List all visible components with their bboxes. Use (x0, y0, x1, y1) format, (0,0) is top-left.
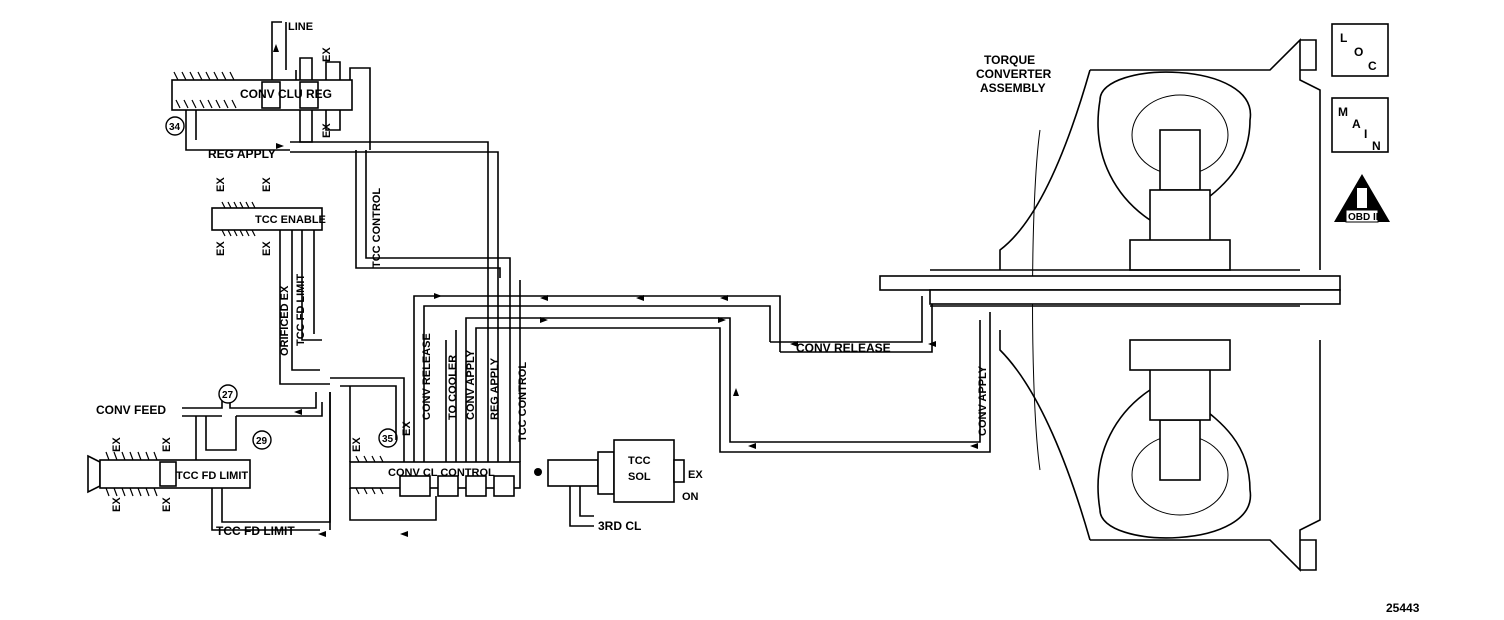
tcc-fd-limit-valve-label: TCC FD LIMIT (176, 470, 248, 482)
ex-label-fd-2: EX (161, 437, 173, 452)
ex-label-enable-3: EX (261, 177, 273, 192)
loc-badge: L O C (1331, 23, 1389, 77)
line-passage (271, 21, 297, 80)
tcc-control-label-1: TCC CONTROL (371, 188, 383, 268)
ex-label-cl-1: EX (351, 437, 363, 452)
torque-label-3: ASSEMBLY (980, 81, 1046, 95)
conv-release-label-h: CONV RELEASE (796, 341, 891, 355)
reg-apply-label-v: REG APPLY (489, 357, 501, 420)
ex-label-top: EX (321, 47, 333, 62)
third-cl-label: 3RD CL (598, 519, 641, 533)
main-badge: M A I N (1331, 97, 1389, 153)
ex-label-sol: EX (688, 469, 703, 481)
tcc-solenoid: TCC SOL (534, 439, 685, 503)
torque-label-2: CONVERTER (976, 67, 1052, 81)
check-ball-29: 29 (252, 430, 272, 450)
conv-release-label-v: CONV RELEASE (421, 333, 433, 420)
svg-text:L: L (1340, 31, 1347, 45)
svg-text:I: I (1364, 127, 1367, 141)
ex-label-fd-1: EX (111, 437, 123, 452)
tcc-enable-label: TCC ENABLE (255, 214, 326, 226)
conv-feed-label: CONV FEED (96, 403, 166, 417)
svg-text:C: C (1368, 59, 1377, 73)
ex-label-cl-2: EX (401, 421, 413, 436)
obd-ii-badge: OBD II (1334, 174, 1390, 223)
tcc-sol-label-2: SOL (628, 471, 651, 483)
conv-apply-label-h: CONV APPLY (977, 365, 989, 436)
svg-text:A: A (1352, 117, 1361, 131)
conv-apply-label-v: CONV APPLY (465, 349, 477, 420)
tcc-fd-limit-valve: TCC FD LIMIT (87, 451, 251, 497)
ex-label-enable-2: EX (215, 241, 227, 256)
figure-number: 25443 (1386, 601, 1420, 615)
on-label: ON (682, 491, 699, 503)
reg-apply-label: REG APPLY (208, 147, 276, 161)
conv-cl-control-valve: CONV CL CONTROL (349, 455, 521, 497)
svg-text:34: 34 (169, 122, 181, 133)
torque-label-1: TORQUE (984, 53, 1035, 67)
ex-label-enable-1: EX (215, 177, 227, 192)
ex-label-enable-4: EX (261, 241, 273, 256)
ex-label-fd-3: EX (111, 497, 123, 512)
svg-text:35: 35 (382, 434, 394, 445)
tcc-control-label-2: TCC CONTROL (517, 362, 529, 442)
tcc-fd-limit-bottom-label: TCC FD LIMIT (216, 524, 295, 538)
ex-label-fd-4: EX (161, 497, 173, 512)
svg-text:27: 27 (222, 390, 234, 401)
check-ball-35: 35 (378, 428, 398, 448)
tcc-fd-limit-label-v: TCC FD LIMIT (295, 274, 307, 346)
tcc-enable-valve: TCC ENABLE (211, 201, 326, 237)
conv-clu-reg-valve: CONV CLU REG (171, 71, 353, 111)
check-ball-34: 34 (165, 116, 185, 136)
svg-text:O: O (1354, 45, 1363, 59)
tcc-control-passage (355, 150, 511, 290)
line-label: LINE (288, 21, 313, 33)
ex-label-top-2: EX (321, 123, 333, 138)
svg-text:OBD II: OBD II (1348, 212, 1379, 223)
flow-arrows (273, 44, 978, 537)
to-cooler-label: TO COOLER (447, 355, 459, 420)
orificed-ex-label: ORIFICED EX (279, 285, 291, 356)
svg-text:29: 29 (256, 436, 268, 447)
svg-text:M: M (1338, 105, 1348, 119)
svg-text:N: N (1372, 139, 1381, 153)
tcc-sol-label-1: TCC (628, 455, 651, 467)
conv-clu-reg-label: CONV CLU REG (240, 87, 332, 101)
conv-cl-control-label: CONV CL CONTROL (388, 467, 495, 479)
torque-converter-assembly (879, 38, 1341, 572)
check-ball-27: 27 (218, 384, 238, 404)
